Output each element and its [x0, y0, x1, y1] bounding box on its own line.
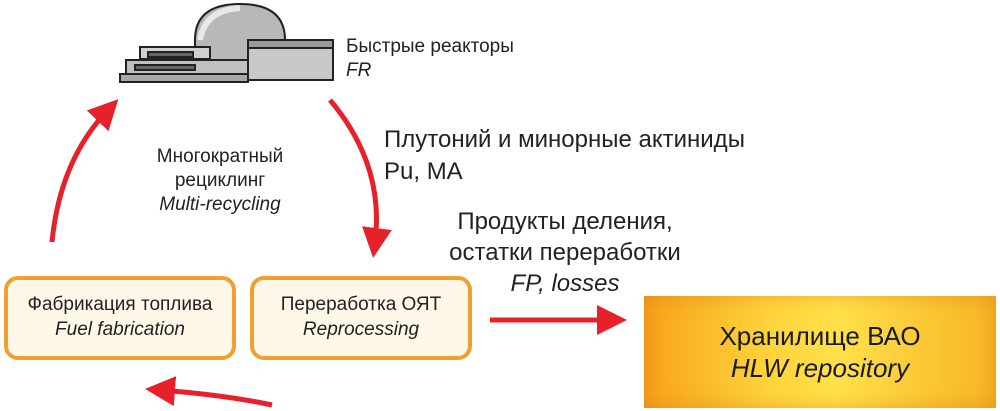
reprocessing-box: Переработка ОЯТ Reprocessing: [250, 276, 472, 360]
reactor-icon: [119, 2, 334, 83]
fuel-fabrication-box: Фабрикация топлива Fuel fabrication: [4, 276, 236, 360]
fission-products-label: Продукты деления, остатки переработки FP…: [449, 208, 681, 298]
pu-ma-label: Плутоний и минорные актиниды Pu, MA: [384, 126, 745, 186]
hlw-repository-box: Хранилище ВАО HLW repository: [644, 296, 996, 408]
arrow-reprocessing-to-fabrication: [145, 376, 273, 408]
arrow-fabrication-to-reactor: [49, 99, 119, 243]
multi-recycling-label: Многократный рециклинг Multi-recycling: [156, 146, 284, 215]
arrow-reactor-to-reprocessing: [328, 98, 392, 258]
reactor-label: Быстрые реакторы FR: [346, 36, 514, 81]
